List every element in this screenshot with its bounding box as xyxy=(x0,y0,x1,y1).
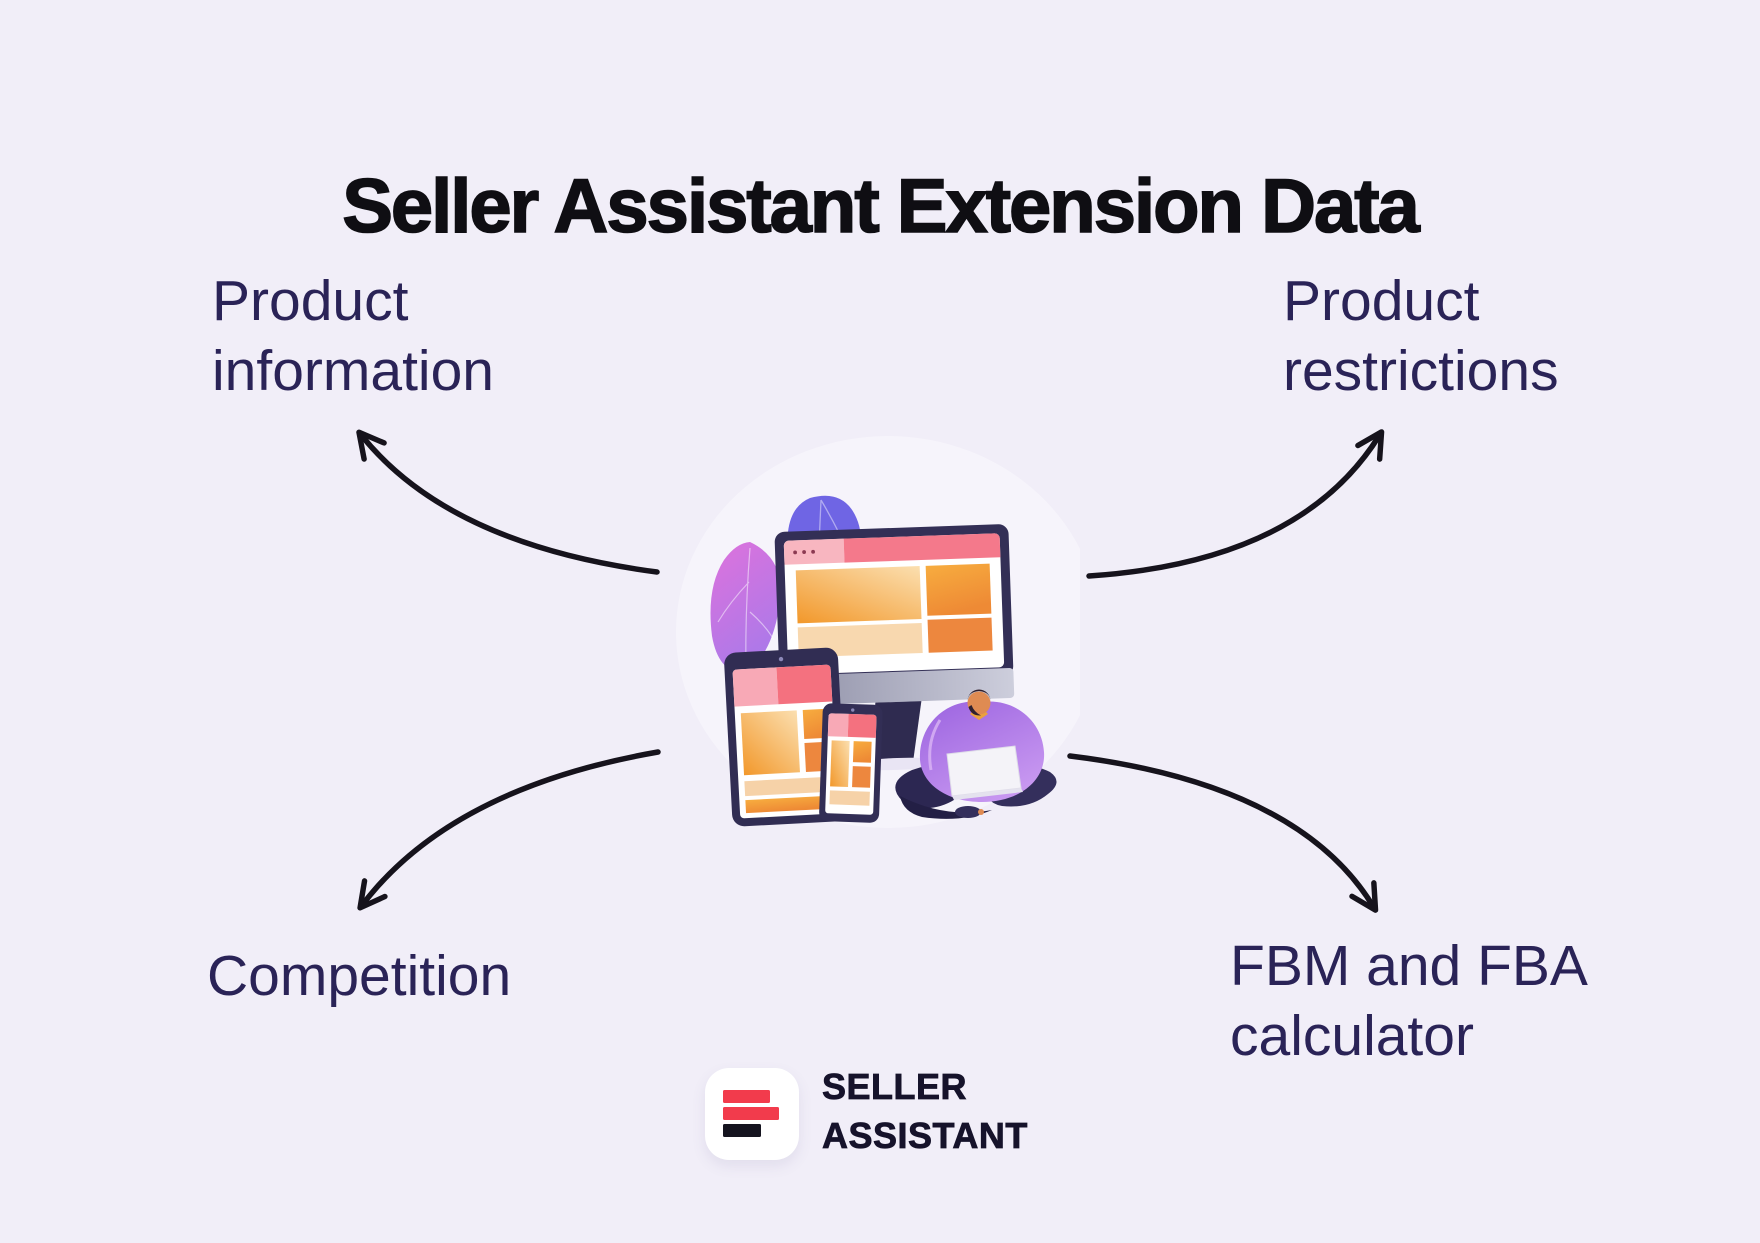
label-line: calculator xyxy=(1230,1004,1474,1068)
logo-bar-red-middle xyxy=(723,1107,779,1120)
label-competition: Competition xyxy=(207,941,511,1011)
label-product-information: Product information xyxy=(212,266,494,406)
person-illustration xyxy=(895,689,1057,819)
plant-blob-purple xyxy=(787,495,861,572)
logo-bar-dark-bottom xyxy=(723,1124,761,1137)
label-line: restrictions xyxy=(1283,339,1559,403)
label-line: Competition xyxy=(207,944,512,1008)
page-title: Seller Assistant Extension Data xyxy=(341,163,1420,250)
phone-illustration xyxy=(819,703,883,823)
laptop-icon xyxy=(946,745,1023,800)
label-product-restrictions: Product restrictions xyxy=(1283,266,1559,406)
seller-assistant-logo-icon xyxy=(705,1068,799,1160)
brand-name-line: ASSISTANT xyxy=(822,1115,1028,1157)
label-fbm-fba-calculator: FBM and FBA calculator xyxy=(1230,931,1588,1071)
curved-arrow-to-fbm-fba-calculator-icon xyxy=(1067,753,1379,913)
monitor-illustration xyxy=(774,524,1015,771)
label-line: information xyxy=(212,339,494,403)
curved-arrow-to-product-information-icon xyxy=(356,429,660,575)
plant-blob-pink xyxy=(710,542,781,673)
label-line: Product xyxy=(212,269,409,333)
brand-name-line: SELLER xyxy=(822,1066,968,1108)
brand-name: SELLER ASSISTANT xyxy=(822,1062,1028,1160)
responsive-devices-illustration xyxy=(676,436,1080,828)
seller-assistant-logo: SELLER ASSISTANT xyxy=(705,1066,1165,1168)
label-line: Product xyxy=(1283,269,1480,333)
curved-arrow-to-product-restrictions-icon xyxy=(1086,429,1385,579)
tablet-illustration xyxy=(724,647,846,827)
logo-bar-red-top xyxy=(723,1090,770,1103)
halo-background xyxy=(676,436,1080,828)
curved-arrow-to-competition-icon xyxy=(357,749,661,911)
label-line: FBM and FBA xyxy=(1230,934,1588,998)
